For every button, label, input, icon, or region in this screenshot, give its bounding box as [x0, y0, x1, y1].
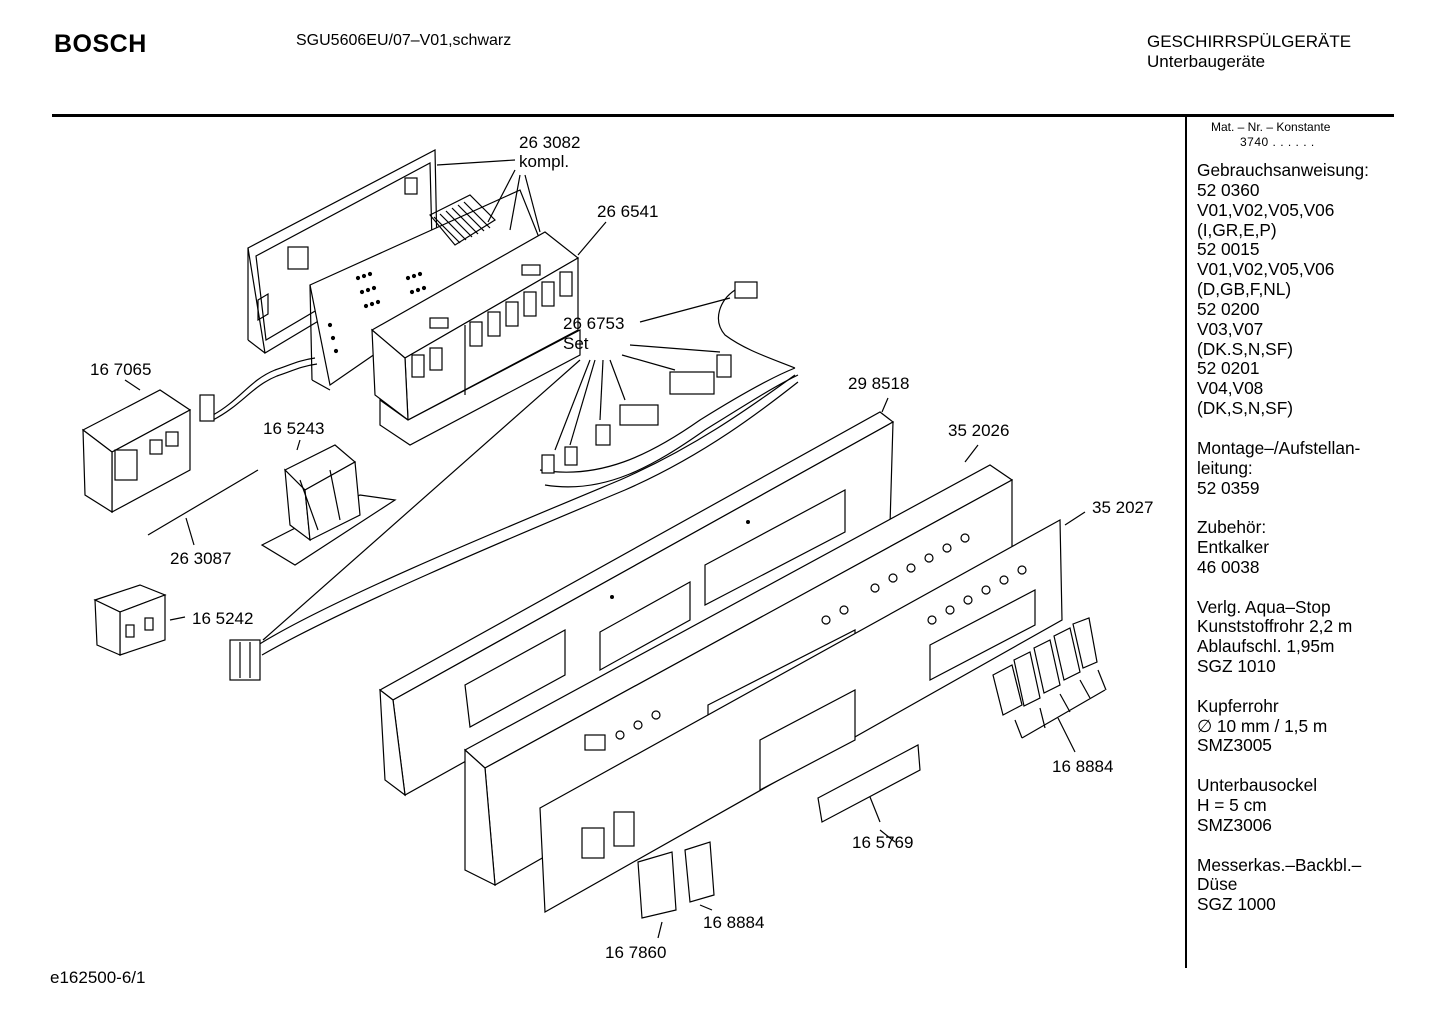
category-subtitle: Unterbaugeräte — [1147, 52, 1266, 71]
sidebar-line: 52 0359 — [1197, 477, 1260, 498]
sidebar-spacer — [1197, 677, 1387, 697]
part-label-168884-lower: 16 8884 — [703, 913, 764, 932]
brand-logo: BOSCH — [54, 30, 147, 58]
sidebar-line: Gebrauchsanweisung: — [1197, 160, 1369, 180]
sidebar-line: V01,V02,V05,V06 — [1197, 199, 1335, 220]
sidebar-line: V03,V07 — [1197, 318, 1264, 339]
sidebar-spacer — [1197, 498, 1387, 518]
sidebar-line: SGZ 1000 — [1197, 894, 1276, 915]
part-label-165769: 16 5769 — [852, 833, 913, 852]
part-label-298518: 29 8518 — [848, 374, 909, 393]
sidebar-line: Messerkas.–Backbl.– — [1197, 854, 1362, 875]
part-label-263082-sub: kompl. — [519, 152, 569, 171]
sidebar-line: 52 0201 — [1197, 358, 1260, 379]
sidebar-line: Verlg. Aqua–Stop — [1197, 596, 1331, 617]
bracket-holder — [260, 444, 397, 566]
sidebar-spacer — [1197, 836, 1387, 856]
drawing-id: e162500-6/1 — [50, 968, 146, 987]
constant-value: 3740 . . . . . . — [1240, 135, 1315, 149]
sidebar-line: ∅ 10 mm / 1,5 m — [1197, 715, 1328, 736]
sidebar-line: SGZ 1010 — [1197, 656, 1276, 677]
sidebar-line: Kupferrohr — [1197, 695, 1279, 716]
category-title: GESCHIRRSPÜLGERÄTE — [1147, 32, 1352, 51]
part-label-266753-sub: Set — [563, 334, 589, 353]
constant-label: Mat. – Nr. – Konstante — [1211, 120, 1331, 134]
sidebar-line: V01,V02,V05,V06 — [1197, 259, 1335, 280]
lower-buttons — [637, 841, 715, 919]
display-module — [81, 389, 192, 514]
front-foil — [539, 518, 1063, 914]
sidebar-line: (DK.S,N,SF) — [1197, 338, 1294, 359]
sidebar-line: Unterbausockel — [1197, 775, 1318, 796]
part-label-352026: 35 2026 — [948, 421, 1009, 440]
sidebar-line: (DK,S,N,SF) — [1197, 398, 1294, 419]
part-label-167860: 16 7860 — [605, 943, 666, 962]
part-label-263087: 26 3087 — [170, 549, 231, 568]
button-block — [370, 231, 581, 446]
sidebar-divider — [1185, 116, 1187, 968]
sidebar-line: Düse — [1197, 874, 1238, 895]
push-buttons-set — [992, 617, 1098, 716]
sidebar-line: V04,V08 — [1197, 378, 1264, 399]
sidebar-line: 52 0015 — [1197, 239, 1260, 260]
sidebar-line: Montage–/Aufstellan- — [1197, 437, 1361, 458]
sidebar-line: SMZ3005 — [1197, 735, 1272, 756]
exploded-parts-diagram: 26 3082 kompl. 26 6541 26 6753 Set 16 70… — [81, 133, 1153, 962]
part-label-266753: 26 6753 — [563, 314, 624, 333]
sidebar-line: H = 5 cm — [1197, 795, 1267, 815]
sidebar-line: (I,GR,E,P) — [1197, 219, 1277, 240]
sidebar-line: leitung: — [1197, 457, 1253, 478]
sidebar-line: 46 0038 — [1197, 556, 1260, 577]
sidebar-line: Ablaufschl. 1,95m — [1197, 636, 1335, 657]
part-label-165243: 16 5243 — [263, 419, 324, 438]
part-label-168884-right: 16 8884 — [1052, 757, 1113, 776]
part-label-263082: 26 3082 — [519, 133, 580, 152]
sidebar-line: Entkalker — [1197, 537, 1270, 558]
header-divider — [52, 114, 1394, 117]
sidebar-line: 52 0360 — [1197, 179, 1260, 200]
part-label-352027: 35 2027 — [1092, 498, 1153, 517]
connector-plug — [199, 394, 215, 422]
cover-strip — [817, 744, 921, 823]
switch-block — [93, 584, 167, 656]
model-number: SGU5606EU/07–V01,schwarz — [296, 32, 512, 49]
sidebar-line: 52 0200 — [1197, 298, 1260, 319]
sidebar-spacer — [1197, 756, 1387, 776]
part-label-165242: 16 5242 — [192, 609, 253, 628]
wiring-harness — [229, 281, 799, 681]
sidebar-line: SMZ3006 — [1197, 814, 1272, 835]
part-label-266541: 26 6541 — [597, 202, 658, 221]
sidebar-line: (D,GB,F,NL) — [1197, 279, 1292, 300]
sidebar-spacer — [1197, 578, 1387, 598]
part-label-167065: 16 7065 — [90, 360, 151, 379]
sidebar-spacer — [1197, 419, 1387, 439]
sidebar-line: Kunststoffrohr 2,2 m — [1197, 616, 1353, 637]
sidebar-line: Zubehör: — [1197, 517, 1267, 538]
